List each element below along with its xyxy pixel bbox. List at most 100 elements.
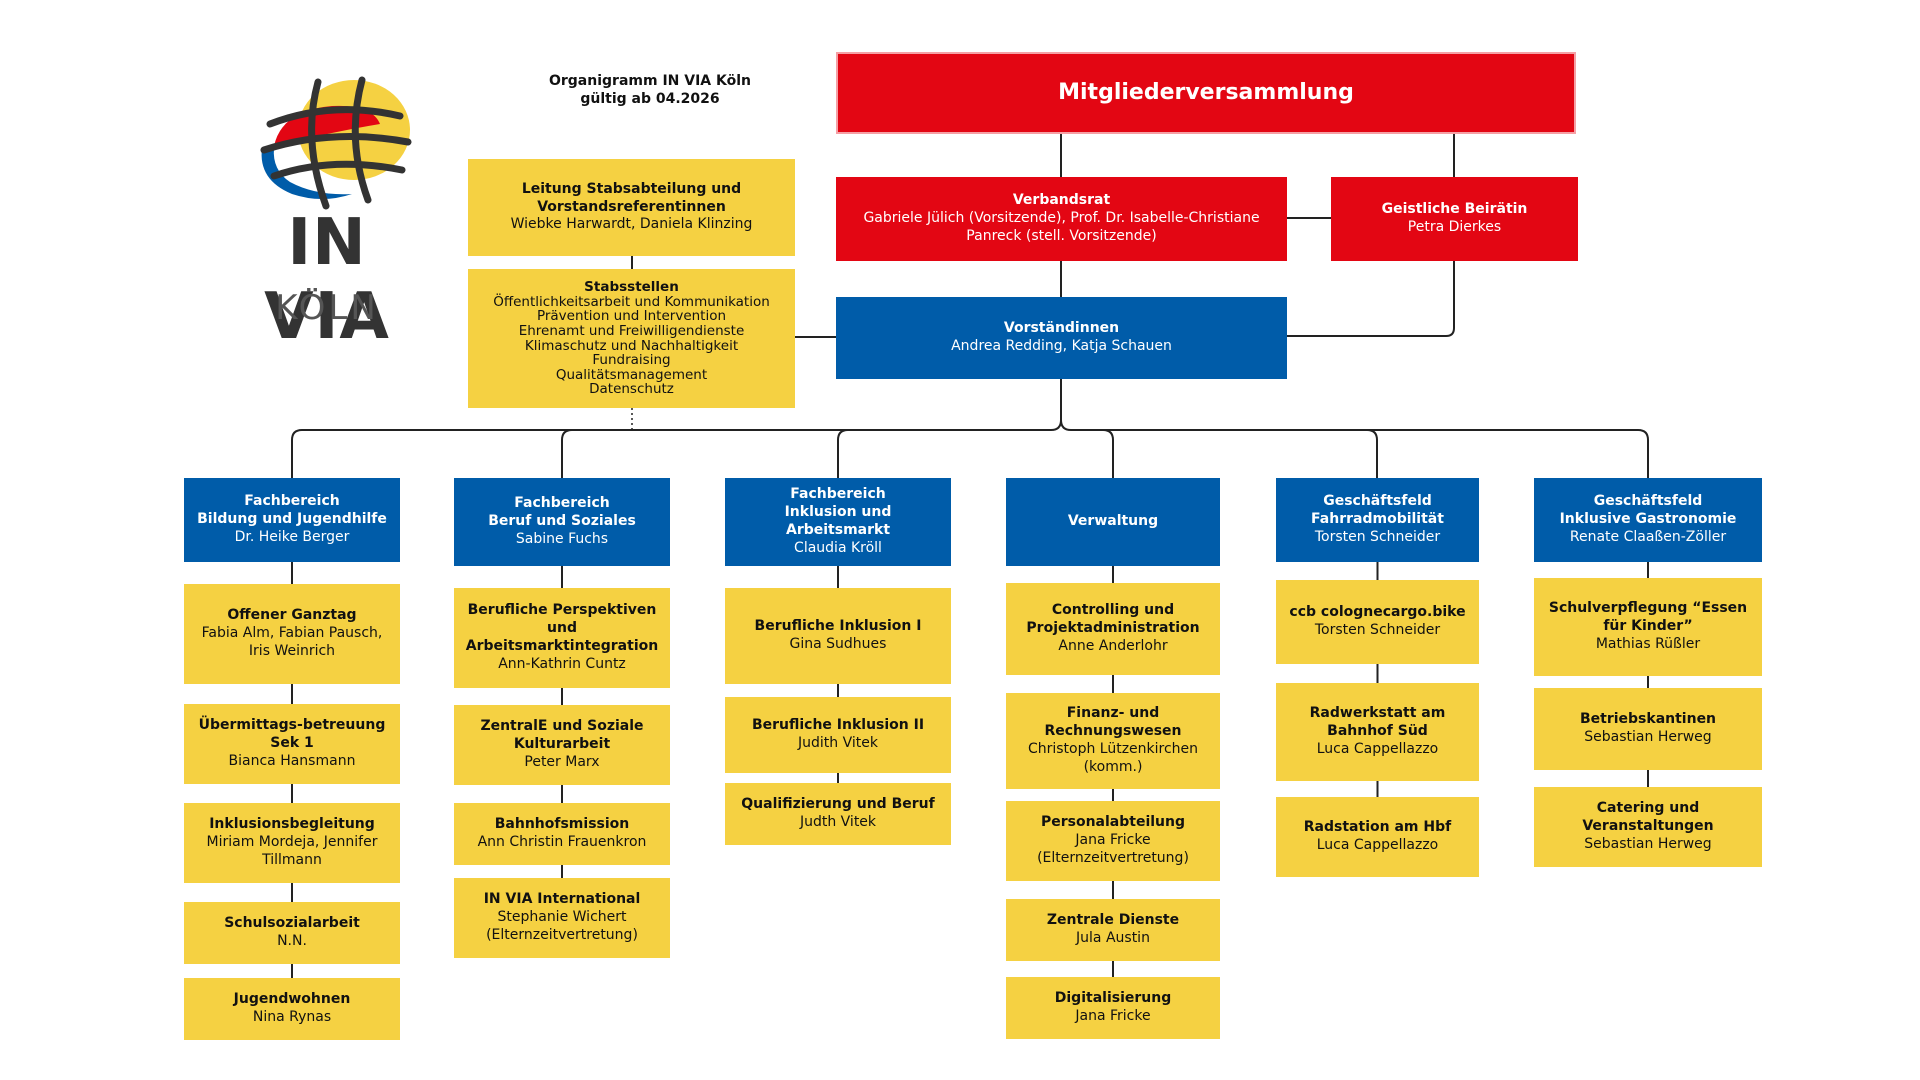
board-title: Verbandsrat xyxy=(1012,192,1111,209)
connector-dept-3 xyxy=(837,429,849,478)
unit-title: Berufliche Inklusion I xyxy=(754,618,922,635)
staff-item: Ehrenamt und Freiwilligendienste xyxy=(518,322,745,339)
connector-dept-4 xyxy=(1102,429,1114,478)
invia-logo: IN VIA KÖLN xyxy=(222,70,432,354)
department-lead: Renate Claaßen-Zöller xyxy=(1569,528,1727,545)
staff-item: Fundraising xyxy=(592,352,671,369)
unit-box: Schulverpflegung “Essen für Kinder”Mathi… xyxy=(1534,578,1762,676)
executives-box: Vorständinnen Andrea Redding, Katja Scha… xyxy=(836,297,1287,379)
chart-title-line1: Organigramm IN VIA Köln xyxy=(548,73,751,89)
department-title: Fachbereich xyxy=(244,493,340,510)
unit-person: N.N. xyxy=(277,933,307,949)
assembly-box: Mitgliederversammlung xyxy=(836,52,1576,134)
unit-person: Gina Sudhues xyxy=(789,636,887,652)
unit-title: Berufliche Inklusion II xyxy=(751,717,925,734)
department-subtitle: Inklusive Gastronomie xyxy=(1559,511,1737,528)
advisor-title: Geistliche Beirätin xyxy=(1381,201,1528,218)
advisor-name: Petra Dierkes xyxy=(1407,219,1502,235)
board-members: Gabriele Jülich (Vorsitzende), Prof. Dr.… xyxy=(863,210,1260,244)
unit-title: Finanz- und Rechnungswesen xyxy=(1044,705,1182,740)
unit-title: Offener Ganztag xyxy=(227,607,357,624)
unit-person: Miriam Mordeja, Jennifer Tillmann xyxy=(206,834,378,868)
unit-title: IN VIA International xyxy=(483,891,641,908)
connector-advisor-executives xyxy=(1287,261,1455,337)
unit-title: Berufliche Perspektiven und Arbeitsmarkt… xyxy=(465,602,659,654)
department-box: Verwaltung xyxy=(1006,478,1220,566)
unit-title: Radstation am Hbf xyxy=(1303,819,1452,836)
unit-title: ccb colognecargo.bike xyxy=(1289,604,1466,621)
chart-title-line2: gültig ab 04.2026 xyxy=(580,91,720,108)
staff-item: Klimaschutz und Nachhaltigkeit xyxy=(524,337,739,354)
unit-box: Berufliche Perspektiven und Arbeitsmarkt… xyxy=(454,588,670,688)
unit-title: Personalabteilung xyxy=(1040,814,1186,831)
unit-person: Judth Vitek xyxy=(799,814,877,830)
unit-title: Digitalisierung xyxy=(1054,990,1172,1007)
department-subtitle: Fahrradmobilität xyxy=(1311,511,1444,528)
connector-dept-5 xyxy=(1366,429,1378,478)
unit-person: Ann-Kathrin Cuntz xyxy=(498,655,626,672)
staff-box: Stabsstellen Öffentlichkeitsarbeit und K… xyxy=(468,269,795,408)
connector-executives-trunk xyxy=(291,379,1062,478)
unit-person: Jula Austin xyxy=(1076,930,1150,946)
department-lead: Sabine Fuchs xyxy=(515,530,609,547)
department-lead: Claudia Kröll xyxy=(794,539,882,556)
unit-title: Betriebskantinen xyxy=(1579,711,1717,728)
department-subtitle: Bildung und Jugendhilfe xyxy=(197,511,387,528)
executives-names: Andrea Redding, Katja Schauen xyxy=(951,338,1172,354)
globe-logo-icon xyxy=(260,76,412,210)
department-lead: Torsten Schneider xyxy=(1314,528,1441,545)
connector-trunk-right xyxy=(1060,419,1649,478)
department-title: Geschäftsfeld xyxy=(1593,493,1703,510)
unit-title: Übermittags-betreuung Sek 1 xyxy=(198,717,386,752)
staff-lead-box: Leitung Stabsabteilung und Vorstandsrefe… xyxy=(468,159,795,256)
unit-person: Bianca Hansmann xyxy=(228,752,356,769)
unit-person: Torsten Schneider xyxy=(1314,622,1441,638)
unit-person: Fabia Alm, Fabian Pausch, Iris Weinrich xyxy=(201,625,383,659)
unit-person: Christoph Lützenkirchen (komm.) xyxy=(1027,741,1199,775)
department-lead: Dr. Heike Berger xyxy=(234,528,350,545)
unit-title: Qualifizierung und Beruf xyxy=(741,796,935,813)
department-title: Fachbereich xyxy=(514,495,610,512)
unit-person: Nina Rynas xyxy=(252,1009,332,1025)
advisor-box: Geistliche Beirätin Petra Dierkes xyxy=(1331,177,1578,261)
unit-person: Sebastian Herweg xyxy=(1584,835,1712,852)
department-title: Verwaltung xyxy=(1067,513,1159,530)
unit-person: Jana Fricke (Elternzeitvertretung) xyxy=(1037,832,1189,866)
unit-person: Jana Fricke xyxy=(1075,1008,1151,1024)
staff-item: Qualitätsmanagement xyxy=(555,366,708,383)
unit-title: Schulverpflegung “Essen für Kinder” xyxy=(1548,600,1748,635)
department-title: Fachbereich xyxy=(790,486,886,503)
assembly-title: Mitgliederversammlung xyxy=(1058,79,1354,105)
staff-item: Öffentlichkeitsarbeit und Kommunikation xyxy=(493,293,770,310)
unit-title: ZentralE und Soziale Kulturarbeit xyxy=(480,718,644,753)
department-title: Geschäftsfeld xyxy=(1323,493,1432,510)
unit-title: Jugendwohnen xyxy=(233,991,351,1008)
unit-person: Sebastian Herweg xyxy=(1584,729,1712,745)
unit-title: Controlling und Projektadministration xyxy=(1026,602,1200,637)
executives-title: Vorständinnen xyxy=(1003,320,1120,337)
unit-title: Zentrale Dienste xyxy=(1046,912,1180,929)
